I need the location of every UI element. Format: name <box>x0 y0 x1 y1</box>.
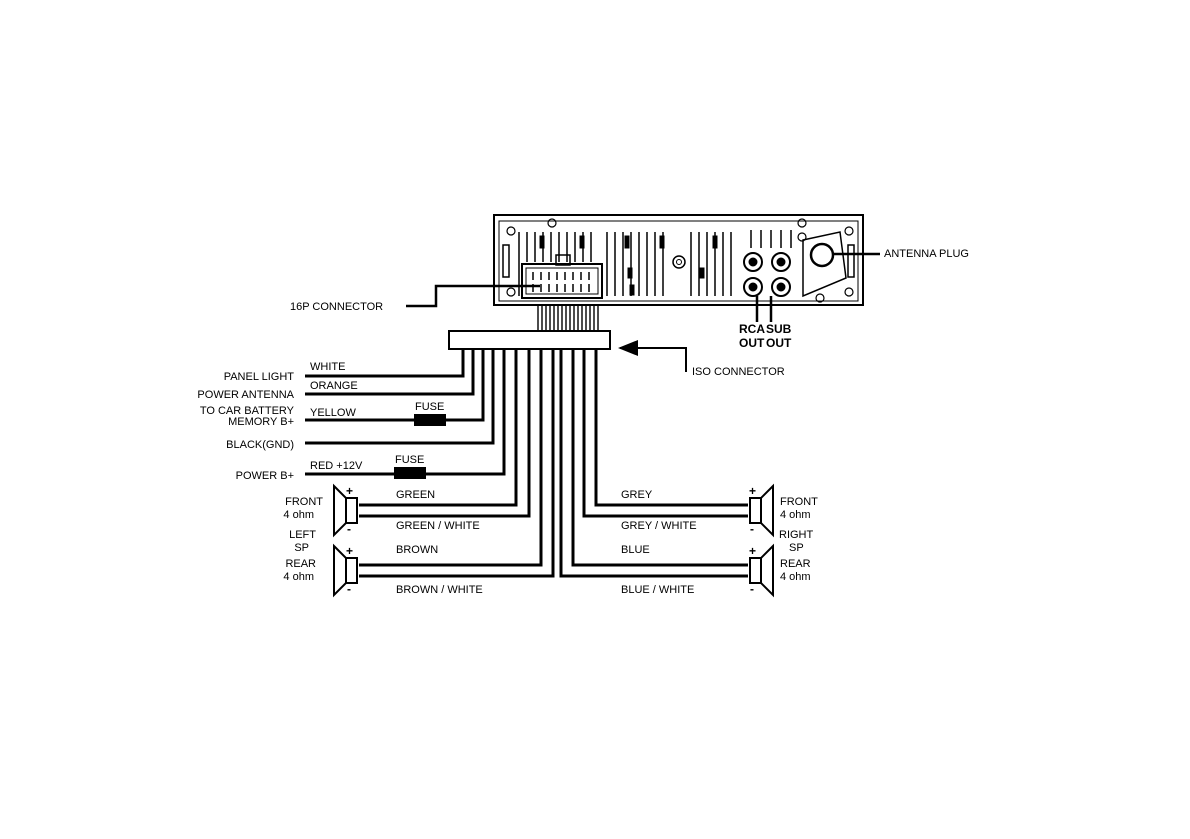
speaker-front-right-icon <box>749 483 774 538</box>
iso-connector-block <box>448 330 611 350</box>
pointer-iso <box>618 340 687 372</box>
wire-black-gnd <box>305 349 495 445</box>
plus-front-left: + <box>346 484 353 498</box>
label-rear-right-ohm: 4 ohm <box>780 571 811 583</box>
label-panel-light: PANEL LIGHT <box>224 371 295 383</box>
plus-rear-left: + <box>346 544 353 558</box>
label-power-antenna: POWER ANTENNA <box>197 389 294 401</box>
label-16p-connector: 16P CONNECTOR <box>290 301 383 313</box>
label-wire-yellow: YELLOW <box>310 407 356 419</box>
speaker-front-left-icon <box>333 483 358 538</box>
label-wire-grey-white: GREY / WHITE <box>621 520 697 532</box>
connector-16p-socket <box>521 254 603 299</box>
pointer-16p <box>406 284 540 308</box>
label-memory-b: MEMORY B+ <box>228 416 294 428</box>
plus-rear-right: + <box>749 544 756 558</box>
wire-green-white <box>359 349 531 518</box>
wire-blue-white <box>559 349 748 578</box>
minus-front-left: - <box>347 522 351 536</box>
label-front-left-ohm: 4 ohm <box>283 509 314 521</box>
label-wire-green-white: GREEN / WHITE <box>396 520 480 532</box>
label-antenna-plug: ANTENNA PLUG <box>884 248 969 260</box>
minus-front-right: - <box>750 522 754 536</box>
speaker-rear-right-icon <box>749 543 774 598</box>
label-rear-left: REAR <box>285 558 316 570</box>
wire-blue <box>571 349 748 567</box>
label-right-sp: SP <box>789 542 804 554</box>
wire-grey-white <box>582 349 748 518</box>
label-fuse-memory: FUSE <box>415 401 444 413</box>
label-wire-orange: ORANGE <box>310 380 358 392</box>
label-wire-blue: BLUE <box>621 544 650 556</box>
fuse-power <box>394 467 426 479</box>
harness-16p-to-iso <box>537 306 599 331</box>
label-wire-brown: BROWN <box>396 544 438 556</box>
label-iso-connector: ISO CONNECTOR <box>692 366 785 378</box>
label-rca-out: OUT <box>739 336 765 350</box>
label-left-sp: SP <box>294 542 309 554</box>
label-rca: RCA <box>739 322 765 336</box>
wire-grey <box>594 349 748 507</box>
label-power-b: POWER B+ <box>236 470 294 482</box>
label-wire-blue-white: BLUE / WHITE <box>621 584 694 596</box>
label-right: RIGHT <box>779 529 814 541</box>
label-front-right-ohm: 4 ohm <box>780 509 811 521</box>
label-front-right: FRONT <box>780 496 818 508</box>
label-left: LEFT <box>289 529 316 541</box>
label-sub: SUB <box>766 322 792 336</box>
head-unit-rear-panel <box>493 214 864 306</box>
label-wire-green: GREEN <box>396 489 435 501</box>
wire-white <box>305 349 465 378</box>
wire-yellow <box>305 349 485 422</box>
label-wire-red: RED +12V <box>310 460 363 472</box>
wire-orange <box>305 349 475 396</box>
label-wire-grey: GREY <box>621 489 653 501</box>
label-sub-out: OUT <box>766 336 792 350</box>
minus-rear-right: - <box>750 582 754 596</box>
plus-front-right: + <box>749 484 756 498</box>
fuse-memory <box>414 414 446 426</box>
wire-green <box>359 349 518 507</box>
antenna-plug-socket <box>802 231 847 298</box>
speaker-rear-left-icon <box>333 543 358 598</box>
label-to-car-battery: TO CAR BATTERY <box>200 405 295 417</box>
label-fuse-power: FUSE <box>395 454 424 466</box>
label-rear-left-ohm: 4 ohm <box>283 571 314 583</box>
label-black-gnd: BLACK(GND) <box>226 439 294 451</box>
label-wire-white: WHITE <box>310 361 345 373</box>
label-wire-brown-white: BROWN / WHITE <box>396 584 483 596</box>
minus-rear-left: - <box>347 582 351 596</box>
wire-brown-white <box>359 349 555 578</box>
wire-red-12v <box>305 349 506 476</box>
wire-brown <box>359 349 543 567</box>
rca-jacks <box>743 252 791 297</box>
label-rear-right: REAR <box>780 558 811 570</box>
label-front-left: FRONT <box>285 496 323 508</box>
